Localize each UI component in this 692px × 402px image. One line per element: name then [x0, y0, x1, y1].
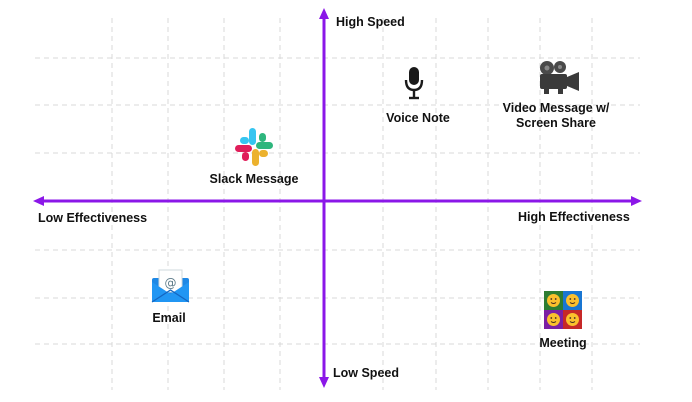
- slack-message-label: Slack Message: [209, 172, 299, 186]
- email-envelope-icon: @: [151, 268, 191, 309]
- voice-note-label: Voice Note: [386, 111, 450, 125]
- background-grid: [35, 18, 640, 390]
- axis-label-high-effectiveness: High Effectiveness: [518, 210, 630, 224]
- microphone-icon: [403, 66, 425, 105]
- email-label: Email: [152, 311, 186, 325]
- arrow-up-icon: [319, 8, 329, 19]
- arrow-down-icon: [319, 377, 329, 388]
- svg-text:@: @: [165, 276, 177, 290]
- axis-label-low-speed: Low Speed: [333, 366, 399, 380]
- axis-label-low-effectiveness: Low Effectiveness: [38, 211, 148, 225]
- arrow-left-icon: [33, 196, 44, 206]
- video-message-label-line2: Screen Share: [516, 116, 596, 130]
- meeting-label: Meeting: [539, 336, 587, 350]
- arrow-right-icon: [631, 196, 642, 206]
- video-message-label-line1: Video Message w/: [502, 101, 610, 115]
- meeting-faces-icon: [544, 291, 582, 334]
- movie-camera-icon: [538, 59, 580, 100]
- slack-logo-icon: [232, 125, 276, 174]
- axes: [33, 8, 642, 388]
- axis-label-high-speed: High Speed: [336, 15, 405, 29]
